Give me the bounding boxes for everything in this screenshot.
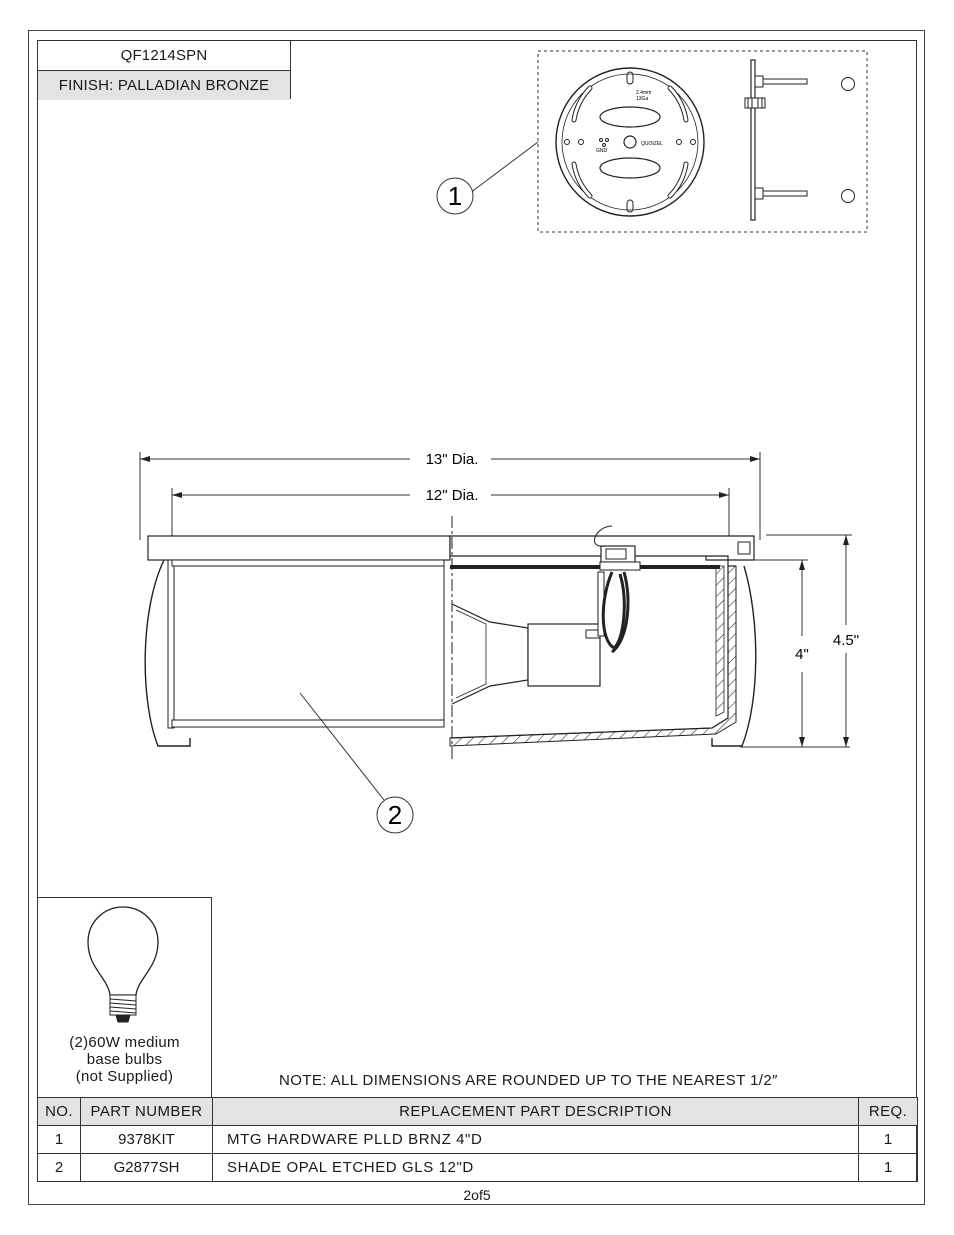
header-no: NO. bbox=[37, 1097, 81, 1126]
callout-2-label: 2 bbox=[388, 800, 402, 830]
row-part-number: 9378KIT bbox=[80, 1125, 213, 1154]
callout-1-label: 1 bbox=[448, 181, 462, 211]
callout-2: 2 bbox=[299, 692, 414, 834]
plate-ground-label: GND bbox=[596, 148, 608, 154]
finish-label: FINISH: PALLADIAN BRONZE bbox=[38, 70, 290, 100]
bulb-spec-line1: (2)60W medium bbox=[69, 1034, 180, 1051]
outer-diameter-label: 13" Dia. bbox=[426, 451, 479, 468]
row-part-number: G2877SH bbox=[80, 1153, 213, 1182]
bulb-spec-line2: base bulbs bbox=[86, 1051, 163, 1068]
dimension-4-5-height: 4.5" bbox=[766, 534, 859, 747]
row-no: 2 bbox=[37, 1153, 81, 1182]
table-row: 1 9378KIT MTG HARDWARE PLLD BRNZ 4"D 1 bbox=[37, 1125, 918, 1154]
table-row: 2 G2877SH SHADE OPAL ETCHED GLS 12"D 1 bbox=[37, 1153, 918, 1182]
model-number: QF1214SPN bbox=[120, 47, 208, 64]
plate-side-view bbox=[744, 59, 855, 221]
drawing-frame bbox=[37, 40, 917, 1182]
dimensions-note: NOTE: ALL DIMENSIONS ARE ROUNDED UP TO T… bbox=[279, 1072, 778, 1089]
dimension-13-dia: 13" Dia. bbox=[139, 451, 761, 540]
dimension-12-dia: 12" Dia. bbox=[171, 487, 730, 540]
total-height-label: 4.5" bbox=[833, 632, 859, 649]
parts-table-header: NO. PART NUMBER REPLACEMENT PART DESCRIP… bbox=[37, 1097, 918, 1126]
mounting-hardware-detail: 2.4mm 13Ga QUOIZEL GND bbox=[537, 50, 868, 233]
dimension-4-height: 4" bbox=[740, 559, 850, 748]
bulb-section bbox=[451, 525, 641, 705]
row-req: 1 bbox=[858, 1125, 918, 1154]
row-description: MTG HARDWARE PLLD BRNZ 4"D bbox=[212, 1125, 859, 1154]
header-req: REQ. bbox=[858, 1097, 918, 1126]
row-no: 1 bbox=[37, 1125, 81, 1154]
header-description: REPLACEMENT PART DESCRIPTION bbox=[212, 1097, 859, 1126]
parts-table: NO. PART NUMBER REPLACEMENT PART DESCRIP… bbox=[37, 1097, 918, 1182]
sheet-border bbox=[28, 30, 925, 1205]
fixture-elevation bbox=[144, 516, 757, 760]
plate-brand-label: QUOIZEL bbox=[641, 141, 663, 147]
plate-size-label: 2.4mm bbox=[636, 90, 651, 96]
row-description: SHADE OPAL ETCHED GLS 12"D bbox=[212, 1153, 859, 1182]
bulb-icon bbox=[87, 906, 159, 1023]
plate-gauge-label: 13Ga bbox=[636, 96, 648, 102]
crossbar-plate: 2.4mm 13Ga QUOIZEL GND bbox=[555, 67, 705, 217]
inner-diameter-label: 12" Dia. bbox=[426, 487, 479, 504]
bulb-spec-line3: (not Supplied) bbox=[75, 1068, 174, 1085]
title-block: QF1214SPN FINISH: PALLADIAN BRONZE bbox=[37, 40, 291, 100]
row-req: 1 bbox=[858, 1153, 918, 1182]
callout-1: 1 bbox=[436, 141, 539, 215]
page-number: 2of5 bbox=[463, 1187, 491, 1203]
shade-height-label: 4" bbox=[795, 646, 809, 663]
header-part-number: PART NUMBER bbox=[80, 1097, 213, 1126]
bulb-spec-box: (2)60W medium base bulbs (not Supplied) bbox=[37, 897, 212, 1098]
